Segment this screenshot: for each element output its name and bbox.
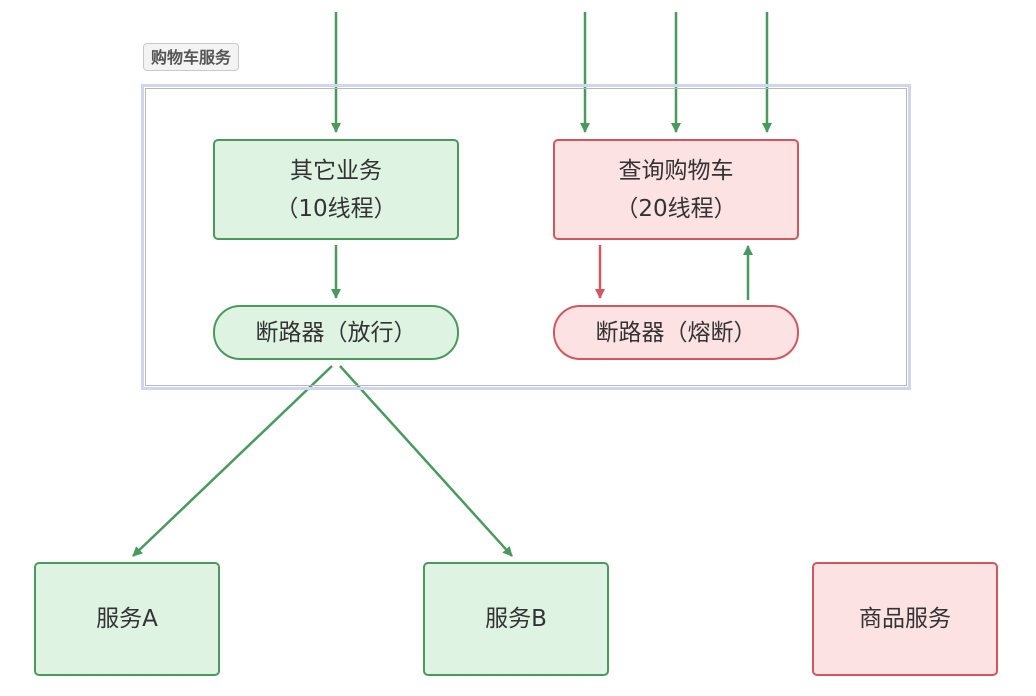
- node-service-a: 服务A: [34, 562, 220, 676]
- node-product-service: 商品服务: [812, 562, 998, 676]
- group-label-cart-service: 购物车服务: [143, 43, 240, 71]
- node-query-cart: 查询购物车 （20线程）: [553, 139, 799, 240]
- node-other-business: 其它业务 （10线程）: [213, 139, 459, 240]
- edge-breaker-pass-to-service-b: [339, 365, 513, 557]
- node-query-cart-threads: （20线程）: [615, 195, 737, 222]
- node-other-business-title: 其它业务: [290, 157, 382, 184]
- node-service-b: 服务B: [423, 562, 609, 676]
- group-cart-service: [141, 84, 911, 390]
- node-breaker-pass: 断路器（放行）: [213, 305, 459, 360]
- node-breaker-open: 断路器（熔断）: [553, 305, 799, 360]
- node-other-business-threads: （10线程）: [275, 195, 397, 222]
- edge-breaker-pass-to-service-a: [132, 365, 333, 557]
- node-query-cart-title: 查询购物车: [618, 157, 734, 184]
